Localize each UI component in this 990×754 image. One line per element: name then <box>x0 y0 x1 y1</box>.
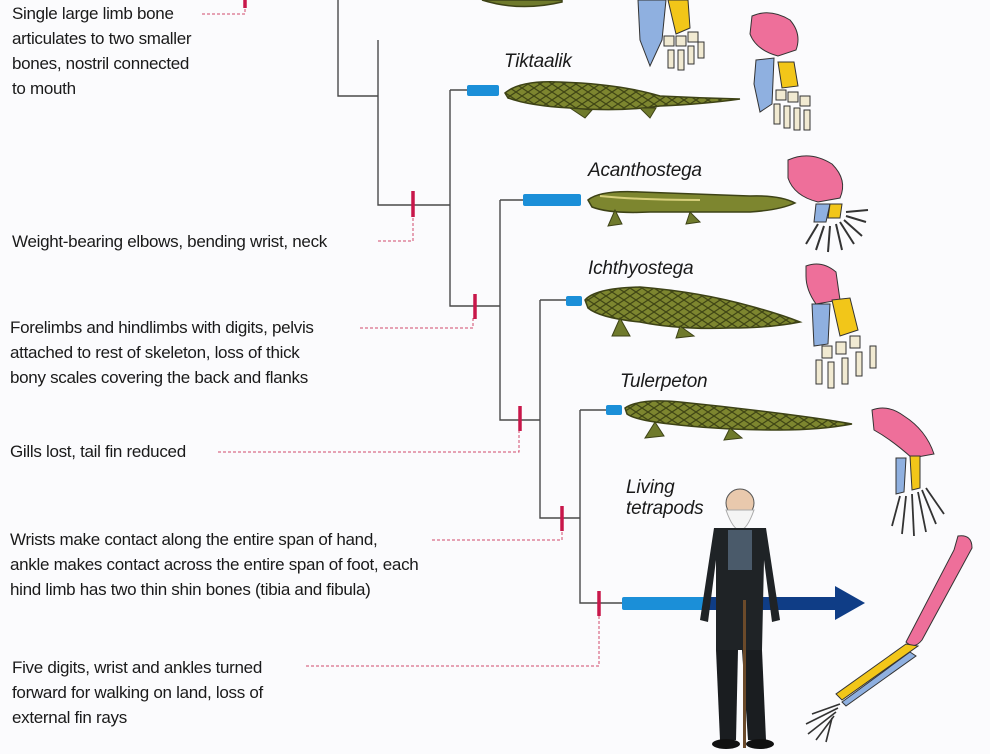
ichthyostega-limb-bones <box>805 263 877 389</box>
trait-line: articulates to two smaller <box>12 29 192 48</box>
taxon-name: Ichthyostega <box>588 258 694 279</box>
trait-line: Gills lost, tail fin reduced <box>10 442 186 461</box>
fish-creature-top <box>481 0 563 8</box>
trait-digits: Forelimbs and hindlimbs with digits, pel… <box>10 315 314 390</box>
trait-line: ankle makes contact across the entire sp… <box>10 555 419 574</box>
trait-line: Single large limb bone <box>12 4 174 23</box>
trait-elbows: Weight-bearing elbows, bending wrist, ne… <box>12 229 327 254</box>
taxon-tiktaalik: Tiktaalik <box>504 51 572 73</box>
trait-line: Forelimbs and hindlimbs with digits, pel… <box>10 318 314 337</box>
taxon-living-tetrapods: Living tetrapods <box>626 477 704 519</box>
ichthyostega-creature <box>584 286 803 339</box>
limb-bones-top <box>637 0 705 71</box>
tiktaalik-creature <box>504 80 741 119</box>
trait-line: Wrists make contact along the entire spa… <box>10 530 378 549</box>
taxon-name: Tulerpeton <box>620 371 708 392</box>
acanthostega-creature <box>587 190 797 227</box>
tiktaalik-time-bar <box>467 85 499 96</box>
tulerpeton-time-bar <box>606 405 622 415</box>
trait-line: to mouth <box>12 79 76 98</box>
taxon-ichthyostega: Ichthyostega <box>588 258 694 280</box>
trait-line: Weight-bearing elbows, bending wrist, ne… <box>12 232 327 251</box>
taxon-acanthostega: Acanthostega <box>588 160 702 182</box>
ichthyostega-time-bar <box>566 296 582 306</box>
acanthostega-time-bar <box>523 194 581 206</box>
acanthostega-limb-bones <box>787 155 869 253</box>
trait-limb-bone: Single large limb bone articulates to tw… <box>12 1 192 101</box>
trait-line: bones, nostril connected <box>12 54 190 73</box>
trait-line: forward for walking on land, loss of <box>12 683 263 702</box>
tulerpeton-creature <box>624 400 853 441</box>
taxon-name: tetrapods <box>626 498 704 519</box>
trait-line: hind limb has two thin shin bones (tibia… <box>10 580 371 599</box>
trait-wrists: Wrists make contact along the entire spa… <box>10 527 419 602</box>
taxon-name: Tiktaalik <box>504 51 572 72</box>
trait-leaders <box>202 0 600 667</box>
human-arm-bones <box>805 535 973 743</box>
trait-line: external fin rays <box>12 708 127 727</box>
trait-line: bony scales covering the back and flanks <box>10 368 308 387</box>
tiktaalik-limb-bones <box>749 12 811 131</box>
taxon-name: Acanthostega <box>588 160 702 181</box>
trait-gills: Gills lost, tail fin reduced <box>10 439 186 464</box>
human-figure <box>700 488 780 749</box>
trait-markers <box>243 0 601 616</box>
tulerpeton-limb-bones <box>871 407 945 537</box>
taxon-tulerpeton: Tulerpeton <box>620 371 708 393</box>
trait-five-digits: Five digits, wrist and ankles turned for… <box>12 655 263 730</box>
tree-branches <box>337 0 622 604</box>
time-bars <box>467 85 622 415</box>
trait-line: attached to rest of skeleton, loss of th… <box>10 343 300 362</box>
trait-line: Five digits, wrist and ankles turned <box>12 658 262 677</box>
taxon-name: Living <box>626 477 675 498</box>
